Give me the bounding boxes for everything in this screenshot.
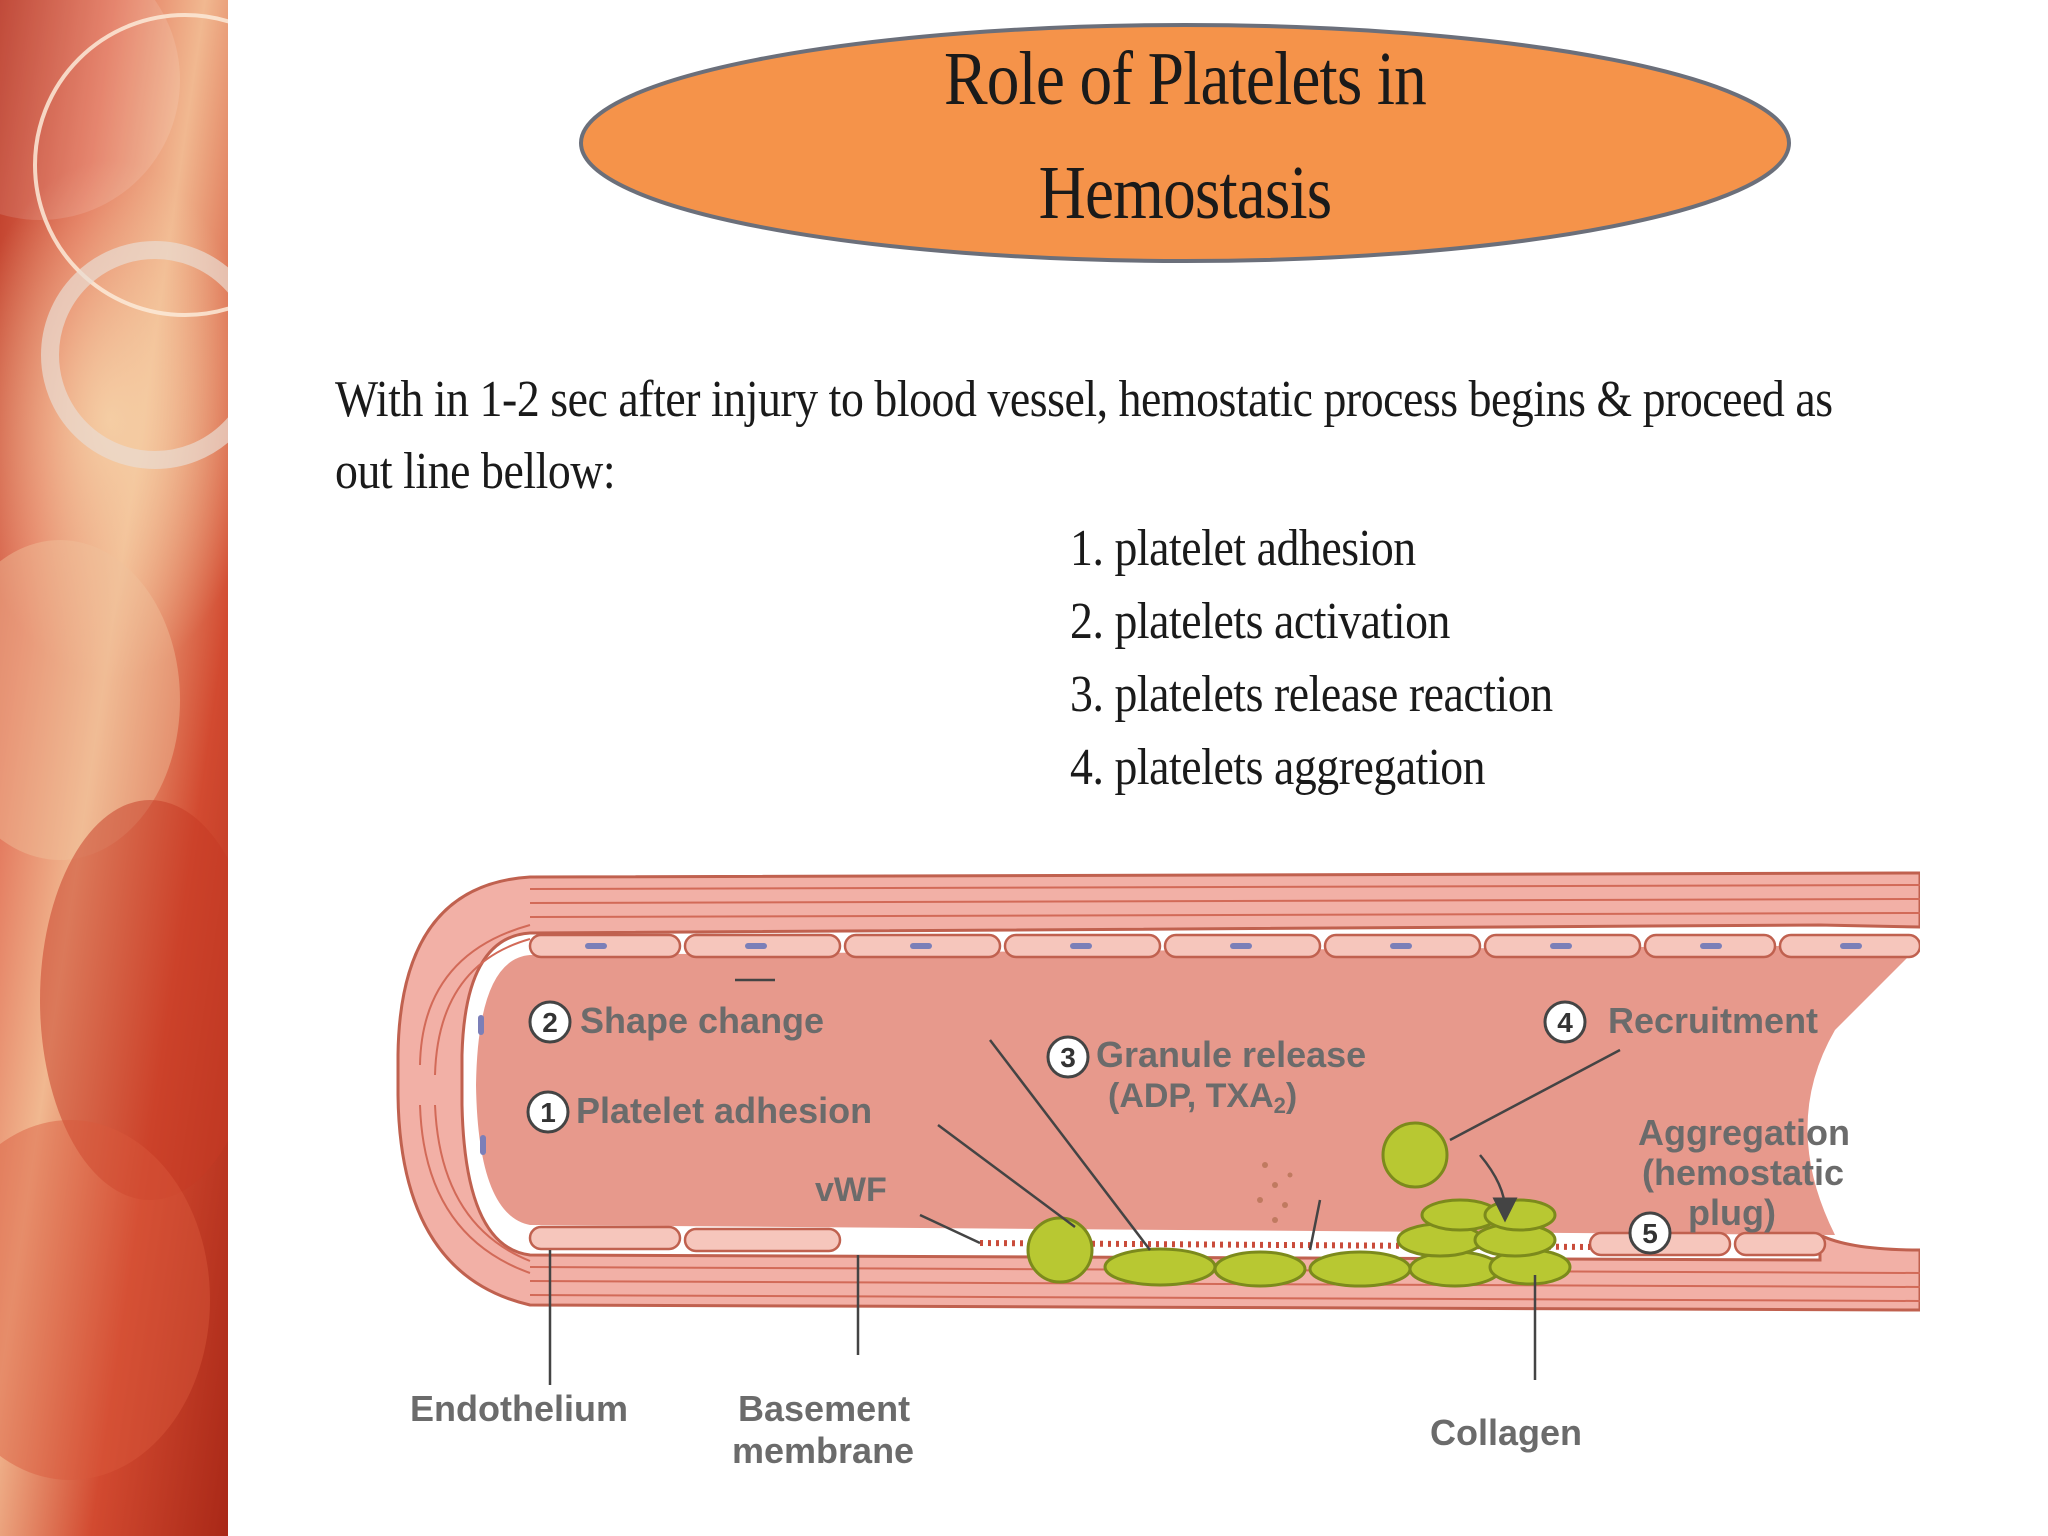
leader-lines	[548, 978, 1621, 1385]
step-item: 1. platelet adhesion	[1070, 520, 1416, 577]
label-aggregation: Aggregation	[1638, 1112, 1850, 1153]
intro-text-line-1: With in 1-2 sec after injury to blood ve…	[335, 371, 1833, 428]
decorative-side-image	[0, 0, 228, 1536]
step-item: 4. platelets aggregation	[1070, 739, 1486, 796]
label-collagen: Collagen	[1430, 1412, 1582, 1453]
step-markers: 2 1 3 4 5	[526, 1000, 1672, 1255]
label-granule-release-detail: (ADP, TXA2)	[1108, 1077, 1297, 1118]
ring-large	[33, 13, 228, 317]
collagen-exposed	[979, 1240, 1591, 1250]
marker-4: 4	[1557, 1007, 1573, 1038]
page-title-line-2: Hemostasis	[1038, 151, 1333, 235]
marker-2: 2	[542, 1007, 558, 1038]
label-granule-release: Granule release	[1096, 1034, 1366, 1075]
label-plug: plug)	[1688, 1192, 1776, 1233]
platelets	[1026, 1121, 1572, 1288]
granule-particles	[1257, 1162, 1293, 1223]
blood-vessel-diagram: 2 1 3 4 5 Shape change Platelet adhesion…	[396, 871, 1920, 1471]
label-vwf: vWF	[815, 1171, 887, 1209]
step-item: 2. platelets activation	[1070, 593, 1450, 650]
step-item: 3. platelets release reaction	[1070, 666, 1553, 723]
label-membrane: membrane	[732, 1430, 914, 1471]
label-recruitment: Recruitment	[1608, 1000, 1818, 1041]
wall-stripes	[419, 884, 1920, 1302]
title-banner	[579, 23, 1791, 263]
label-basement: Basement	[738, 1388, 910, 1429]
marker-5: 5	[1642, 1218, 1658, 1249]
ring-small	[41, 241, 228, 469]
marker-3: 3	[1060, 1042, 1076, 1073]
intro-text-line-2: out line bellow:	[335, 443, 616, 500]
steps-list: 1. platelet adhesion 2. platelets activa…	[1070, 512, 1619, 804]
label-platelet-adhesion: Platelet adhesion	[576, 1090, 872, 1131]
marker-1: 1	[540, 1097, 556, 1128]
label-endothelium: Endothelium	[410, 1388, 628, 1429]
page-title-line-1: Role of Platelets in	[943, 37, 1427, 121]
label-shape-change: Shape change	[580, 1000, 824, 1041]
label-hemostatic: (hemostatic	[1642, 1152, 1844, 1193]
